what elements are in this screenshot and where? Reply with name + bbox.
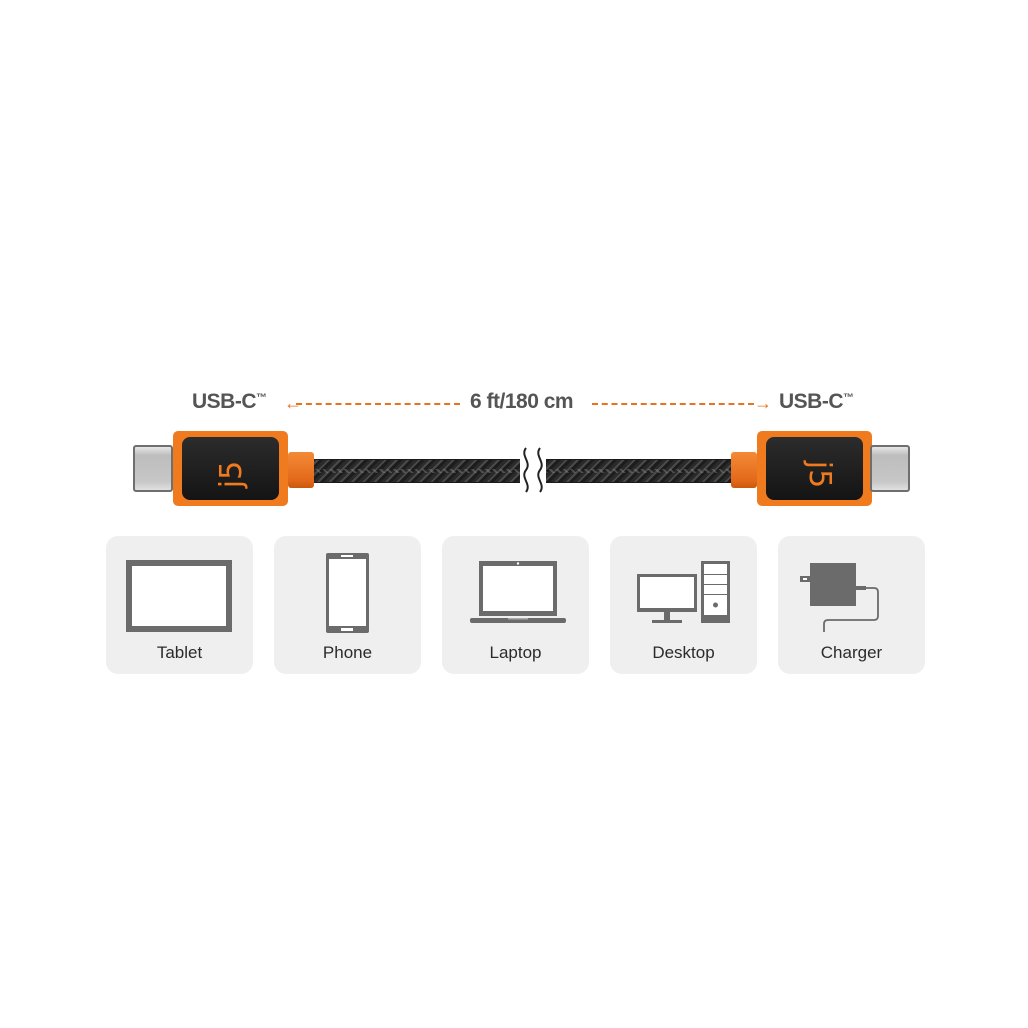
j5-logo: j5 [802, 460, 838, 489]
desktop-icon [637, 561, 730, 623]
device-card-phone: Phone [274, 536, 421, 674]
left-usb-c-tip [133, 445, 173, 492]
arrow-left-icon: ← [284, 393, 302, 413]
j5-logo: j5 [214, 460, 250, 489]
device-card-charger: Charger [778, 536, 925, 674]
arrow-right-icon: → [754, 393, 772, 413]
cable-length-label: 6 ft/180 cm [470, 390, 574, 413]
break-squiggle-icon [523, 447, 543, 493]
device-card-tablet: Tablet [106, 536, 253, 674]
right-connector-text: USB-C [779, 390, 844, 413]
left-strain-relief [288, 452, 314, 488]
trademark-mark: ™ [256, 392, 267, 404]
right-usb-c-tip [870, 445, 910, 492]
left-connector-text: USB-C [192, 390, 257, 413]
cable-break [520, 446, 546, 494]
tablet-icon [126, 560, 232, 632]
device-label: Charger [820, 643, 883, 662]
right-connector-body: j5 [766, 437, 863, 500]
phone-icon [326, 553, 369, 633]
dimension-line-right [592, 403, 754, 405]
device-card-laptop: Laptop [442, 536, 589, 674]
device-label: Tablet [156, 643, 203, 662]
left-connector-body: j5 [182, 437, 279, 500]
trademark-mark: ™ [843, 392, 854, 404]
device-card-desktop: Desktop [610, 536, 757, 674]
right-connector-label: USB-C™ [779, 390, 854, 414]
device-label: Phone [322, 643, 373, 662]
left-connector-housing: j5 [173, 431, 288, 506]
device-label: Laptop [489, 643, 542, 662]
charger-icon [800, 563, 879, 632]
device-label: Desktop [652, 643, 715, 662]
dimension-line-left [296, 403, 460, 405]
left-connector-label: USB-C™ [192, 390, 267, 414]
right-connector-housing: j5 [757, 431, 872, 506]
laptop-icon [470, 561, 566, 623]
right-strain-relief [731, 452, 757, 488]
